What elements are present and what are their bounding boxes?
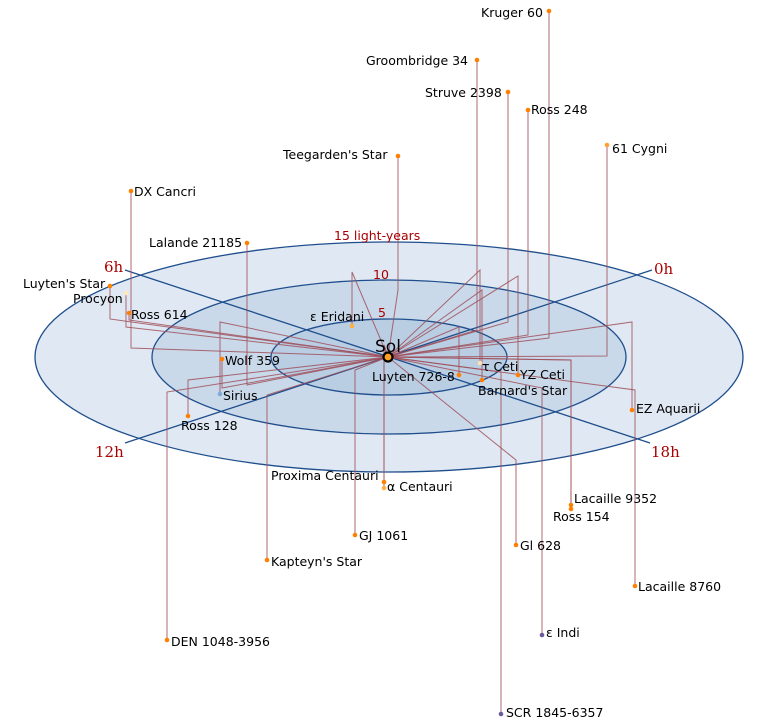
stem-gj-1061: [354, 356, 389, 535]
star-label-scr-1845-6357: SCR 1845-6357: [506, 705, 603, 720]
star-dot-ross-128[interactable]: [185, 413, 191, 419]
stem-61-cygni: [387, 145, 608, 358]
star-dot-ross-248[interactable]: [525, 107, 531, 113]
star-dot-lacaille-9352[interactable]: [568, 502, 574, 508]
star-dot-lacaille-8760[interactable]: [632, 583, 638, 589]
stem-kruger-60: [387, 11, 550, 358]
ring-label-15: 15 light-years: [334, 228, 420, 243]
star-label-lacaille-9352: Lacaille 9352: [574, 491, 657, 506]
star-label-61-cygni: 61 Cygni: [612, 141, 667, 156]
star-dot-kapteyn-s-star[interactable]: [264, 557, 270, 563]
star-dot-gj-1061[interactable]: [352, 532, 358, 538]
stem-indi: [387, 356, 543, 635]
star-dot-ross-614[interactable]: [126, 310, 132, 316]
stem-yz-ceti: [387, 275, 519, 375]
star-dot-centauri[interactable]: [381, 485, 387, 491]
sol-marker[interactable]: [382, 351, 394, 363]
star-label-ross-248: Ross 248: [531, 102, 588, 117]
star-dot-procyon[interactable]: [123, 290, 129, 296]
star-label-gj-1061: GJ 1061: [359, 528, 408, 543]
star-label-teegarden-s-star: Teegarden's Star: [282, 147, 388, 162]
stem-ross-154: [387, 356, 572, 509]
star-dot-kruger-60[interactable]: [546, 8, 552, 14]
star-label-wolf-359: Wolf 359: [225, 353, 280, 368]
stem-teegarden-s-star: [387, 156, 399, 358]
ring-label-10: 10: [373, 267, 389, 282]
star-dot-den-1048-3956[interactable]: [164, 637, 170, 643]
star-label-den-1048-3956: DEN 1048-3956: [171, 634, 270, 649]
stem-wolf-359: [221, 356, 389, 389]
star-label-proxima-centauri: Proxima Centauri: [271, 468, 379, 483]
star-dot-yz-ceti[interactable]: [515, 372, 521, 378]
star-label-kapteyn-s-star: Kapteyn's Star: [271, 554, 363, 569]
star-label-ez-aquarii: EZ Aquarii: [636, 401, 700, 416]
stem-luyten-s-star: [109, 286, 389, 358]
star-dot-luyten-s-star[interactable]: [107, 283, 113, 289]
star-label-lacaille-8760: Lacaille 8760: [638, 579, 721, 594]
star-label-yz-ceti: YZ Ceti: [519, 367, 565, 382]
star-dot-61-cygni[interactable]: [604, 142, 610, 148]
star-label-centauri: α Centauri: [387, 479, 453, 494]
hour-label-6h: 6h: [104, 258, 124, 276]
star-label-ross-614: Ross 614: [131, 307, 188, 322]
star-dot-sirius[interactable]: [217, 391, 223, 397]
star-dot-lalande-21185[interactable]: [244, 240, 250, 246]
star-dot-luyten-726-8[interactable]: [456, 372, 462, 378]
hour-label-0h: 0h: [654, 260, 674, 278]
star-label-lalande-21185: Lalande 21185: [149, 235, 242, 250]
star-label-struve-2398: Struve 2398: [425, 85, 502, 100]
star-dot-ez-aquarii[interactable]: [629, 407, 635, 413]
star-label-luyten-s-star: Luyten's Star: [23, 276, 106, 291]
stem-den-1048-3956: [166, 356, 389, 640]
star-dot-dx-cancri[interactable]: [128, 188, 134, 194]
stem-ross-128: [187, 356, 389, 416]
star-label-indi: ε Indi: [546, 625, 580, 640]
star-label-kruger-60: Kruger 60: [481, 5, 543, 20]
star-dot-proxima-centauri[interactable]: [381, 479, 387, 485]
star-label-ceti: τ Ceti: [482, 359, 518, 374]
star-label-ross-154: Ross 154: [553, 509, 610, 524]
star-dot-scr-1845-6357[interactable]: [498, 711, 504, 717]
stem-scr-1845-6357: [387, 356, 502, 714]
stem-eridani: [351, 271, 389, 358]
star-dot-struve-2398[interactable]: [505, 89, 511, 95]
star-dot-gl-628[interactable]: [513, 542, 519, 548]
star-label-sirius: Sirius: [223, 388, 257, 403]
stem-ez-aquarii: [387, 321, 633, 410]
star-label-procyon: Procyon: [73, 291, 123, 306]
star-label-groombridge-34: Groombridge 34: [366, 53, 468, 68]
stem-ross-614: [128, 313, 389, 358]
ring-label-5: 5: [378, 305, 386, 320]
stem-lalande-21185: [246, 243, 389, 386]
star-dot-ceti[interactable]: [477, 360, 483, 366]
stem-dx-cancri: [130, 191, 389, 358]
star-dot-wolf-359[interactable]: [219, 356, 225, 362]
stem-struve-2398: [387, 92, 509, 358]
star-label-luyten-726-8: Luyten 726-8: [372, 369, 455, 384]
sol-label: Sol: [375, 337, 401, 357]
star-label-barnard-s-star: Barnard's Star: [478, 383, 568, 398]
hour-label-12h: 12h: [95, 443, 124, 461]
star-dot-indi[interactable]: [539, 632, 545, 638]
stem-barnard-s-star: [387, 289, 483, 380]
stem-kapteyn-s-star: [266, 356, 389, 560]
star-label-eridani: ε Eridani: [310, 309, 364, 324]
star-label-ross-128: Ross 128: [181, 418, 238, 433]
stem-ceti: [387, 268, 481, 363]
star-dot-eridani[interactable]: [349, 323, 355, 329]
stem-sirius: [219, 321, 389, 394]
star-dot-teegarden-s-star[interactable]: [395, 153, 401, 159]
star-label-gl-628: Gl 628: [520, 538, 561, 553]
stem-ross-248: [387, 110, 529, 358]
hour-label-18h: 18h: [651, 443, 680, 461]
star-dot-barnard-s-star[interactable]: [479, 377, 485, 383]
star-dot-groombridge-34[interactable]: [474, 57, 480, 63]
star-label-dx-cancri: DX Cancri: [134, 184, 196, 199]
stem-procyon: [125, 293, 389, 358]
stem-luyten-726-8: [387, 326, 460, 375]
stem-gl-628: [387, 356, 517, 545]
star-dot-ross-154[interactable]: [568, 506, 574, 512]
